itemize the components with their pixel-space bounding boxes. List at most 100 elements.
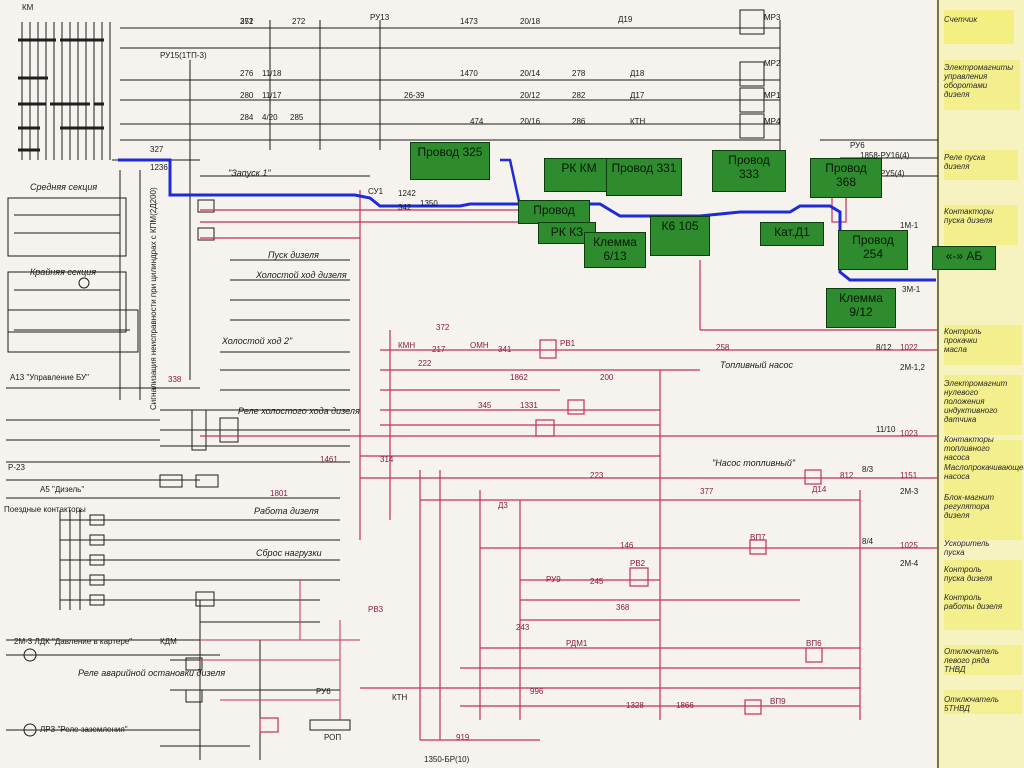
wire-number: 258 xyxy=(716,343,730,352)
label-kmn: КМН xyxy=(398,341,415,350)
wire-number: 1470 xyxy=(460,69,478,78)
label-xx2: Холостой ход 2" xyxy=(221,336,293,346)
wire-number: 20/14 xyxy=(520,69,541,78)
label-vp9: ВП9 xyxy=(770,697,786,706)
wire-number: 223 xyxy=(590,471,604,480)
section-blocks xyxy=(7,170,141,400)
wire-number: 286 xyxy=(572,117,586,126)
label-p23: Р-23 xyxy=(8,463,25,472)
wire-number: 272 xyxy=(292,17,306,26)
label-rdm1: РДМ1 xyxy=(566,639,588,648)
wire-number: Д17 xyxy=(630,91,645,100)
controller-km: КМ xyxy=(18,3,200,161)
callout-provod-333: Провод 333 xyxy=(712,150,786,192)
wire-number: 1236 xyxy=(150,163,168,172)
label-8-4: 8/4 xyxy=(862,537,874,546)
wire-number: Д19 xyxy=(618,15,633,24)
callout-rk-kz: РК КЗ xyxy=(538,222,596,244)
label-km: КМ xyxy=(22,3,34,12)
wire-number: 327 xyxy=(150,145,164,154)
wire-number: 146 xyxy=(620,541,634,550)
callout-provod-368: Провод 368 xyxy=(810,158,882,198)
label-omn: ОМН xyxy=(470,341,489,350)
blue-trace-wire xyxy=(118,158,936,282)
wire-number: 1461 xyxy=(320,455,338,464)
label-m3: 3М-1 xyxy=(902,285,921,294)
label-rabota: Работа дизеля xyxy=(254,506,319,516)
label-vp6: ВП6 xyxy=(806,639,822,648)
wire-number: 20/12 xyxy=(520,91,541,100)
label-1151: 1151 xyxy=(900,471,918,480)
label-m12: 2М-1,2 xyxy=(900,363,925,372)
label-mr1: МР1 xyxy=(764,91,781,100)
wire-number: 276 xyxy=(240,69,254,78)
wire-number: 20/16 xyxy=(520,117,541,126)
callout-minus-ab: «-» АБ xyxy=(932,246,996,270)
wire-number: 1473 xyxy=(460,17,478,26)
label-middle-section: Средняя секция xyxy=(30,182,97,192)
wire-number: 4/20 xyxy=(262,113,278,122)
label-1025: 1025 xyxy=(900,541,918,550)
wire-number: 284 xyxy=(240,113,254,122)
wire-number: 217 xyxy=(432,345,446,354)
label-m23: 2М-3 xyxy=(900,487,919,496)
wire-number: 278 xyxy=(572,69,586,78)
wire-number: 474 xyxy=(470,117,484,126)
callout-provod-331: Провод 331 xyxy=(606,158,682,196)
wire-number: 282 xyxy=(572,91,586,100)
wire-number: 996 xyxy=(530,687,544,696)
label-ktn: КТН xyxy=(392,693,408,702)
label-nasos: "Насос топливный" xyxy=(712,458,796,468)
wire-number: 280 xyxy=(240,91,254,100)
label-8-3: 8/3 xyxy=(862,465,874,474)
wire-number: 345 xyxy=(478,401,492,410)
wire-number: 1801 xyxy=(270,489,288,498)
wire-number: 372 xyxy=(436,323,450,332)
wire-number: 285 xyxy=(290,113,304,122)
label-ru5: РУ5(4) xyxy=(880,169,905,178)
wire-number: 1328 xyxy=(626,701,644,710)
label-pusk: Пуск дизеля xyxy=(268,250,319,260)
wire-number: 341 xyxy=(498,345,512,354)
label-xx: Холостой ход дизеля xyxy=(255,270,347,280)
label-rv1: РВ1 xyxy=(560,339,576,348)
label-su1: СУ1 xyxy=(368,187,384,196)
label-ru15: РУ15(1ТП-3) xyxy=(160,51,207,60)
callout-provod-325: Провод 325 xyxy=(410,142,490,180)
label-1023: 1023 xyxy=(900,429,918,438)
right-highlight-band xyxy=(936,0,1024,768)
label-toplivny: Топливный насос xyxy=(720,360,793,370)
label-extreme-section: Крайняя секция xyxy=(30,267,96,277)
label-d14: Д14 xyxy=(812,485,827,494)
label-ru6-right: РУ6 xyxy=(850,141,865,150)
label-rv3: РВ3 xyxy=(368,605,384,614)
label-rele-xx: Реле холостого хода дизеля xyxy=(238,406,360,416)
wire-number: 368 xyxy=(616,603,630,612)
wire-number: 1242 xyxy=(398,189,416,198)
label-d3: Д3 xyxy=(498,501,508,510)
top-wiring xyxy=(120,9,938,623)
wire-number: Д18 xyxy=(630,69,645,78)
label-1022: 1022 xyxy=(900,343,918,352)
wire-number: 1866 xyxy=(676,701,694,710)
label-ru16: 1858-РУ16(4) xyxy=(860,151,910,160)
wire-number: 352 xyxy=(240,17,254,26)
side-label: Счетчик xyxy=(944,15,978,24)
label-ru6: РУ6 xyxy=(316,687,331,696)
wire-number: 26-39 xyxy=(404,91,425,100)
callout-provod: Провод xyxy=(518,200,590,224)
label-rv2: РВ2 xyxy=(630,559,646,568)
callout-klemma-6-13: Клемма 6/13 xyxy=(584,232,646,268)
wire-number: КТН xyxy=(630,117,646,126)
label-rop: РОП xyxy=(324,733,341,742)
wire-number: 222 xyxy=(418,359,432,368)
